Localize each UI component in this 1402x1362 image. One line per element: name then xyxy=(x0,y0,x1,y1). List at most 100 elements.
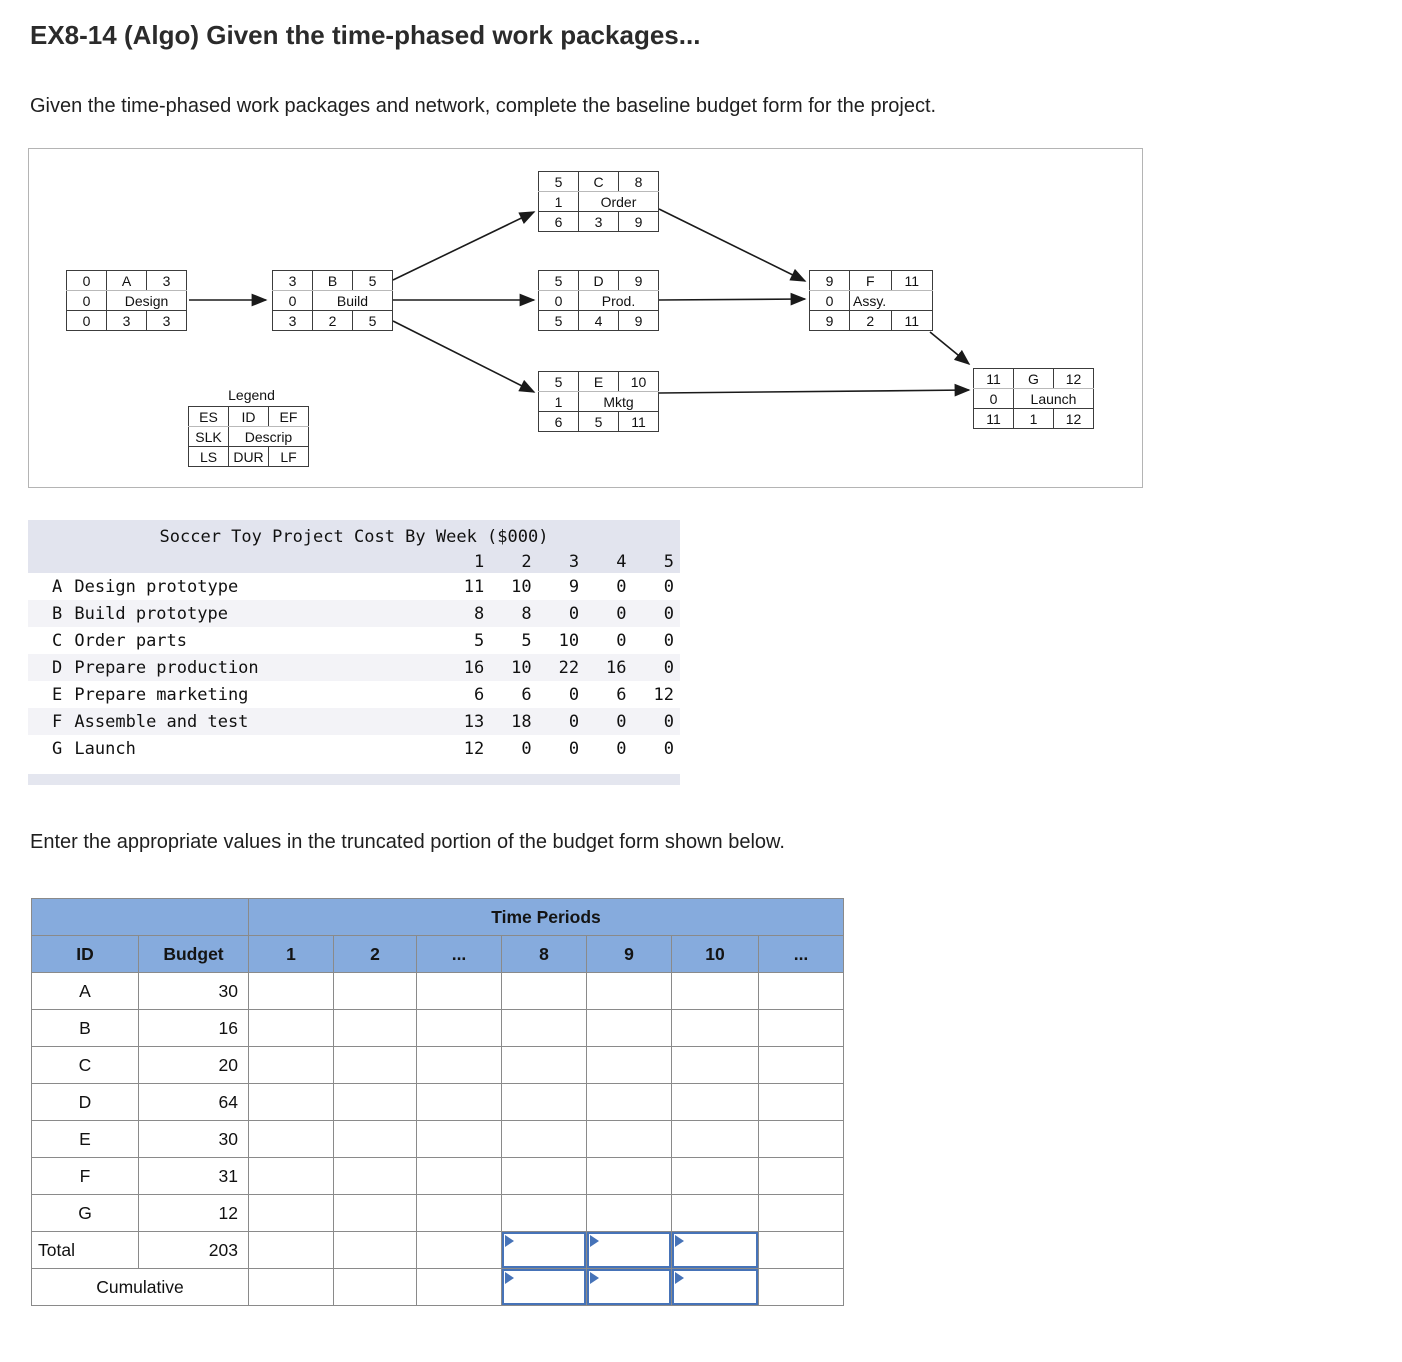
period-cell xyxy=(333,1268,417,1306)
column-header-period: 2 xyxy=(333,935,417,973)
node-ls: 11 xyxy=(973,408,1014,429)
period-cell xyxy=(671,1268,759,1306)
node-lf: 5 xyxy=(352,310,393,331)
node-id: A xyxy=(106,270,147,291)
node-es: 9 xyxy=(809,270,850,291)
cost-value: 0 xyxy=(663,630,674,651)
row-budget: 64 xyxy=(138,1083,249,1121)
node-es: 0 xyxy=(66,270,107,291)
period-cell xyxy=(416,1120,502,1158)
row-budget: 31 xyxy=(138,1157,249,1195)
period-cell xyxy=(416,1194,502,1232)
row-budget: 30 xyxy=(138,972,249,1010)
period-cell xyxy=(333,972,417,1010)
cost-value: 6 xyxy=(616,684,627,705)
cost-value: 0 xyxy=(585,708,633,735)
activity-name: Prepare marketing xyxy=(74,684,249,705)
node-ef: 8 xyxy=(618,171,659,192)
node-ls: 3 xyxy=(272,310,313,331)
cost-table-title: Soccer Toy Project Cost By Week ($000) xyxy=(28,520,680,550)
row-budget: 20 xyxy=(138,1046,249,1084)
cost-value: 5 xyxy=(521,630,532,651)
cost-value: 0 xyxy=(537,708,586,735)
cost-value: 0 xyxy=(537,600,586,627)
input-flag-icon xyxy=(590,1272,599,1284)
week-header: 3 xyxy=(537,550,586,573)
cost-week-header-row: 1 2 3 4 5 xyxy=(28,550,680,573)
week-header: 4 xyxy=(585,550,633,573)
node-id: F xyxy=(849,270,892,291)
cumulative-period8-input[interactable] xyxy=(502,1269,586,1305)
cost-value: 0 xyxy=(663,738,674,759)
column-header-period: 1 xyxy=(248,935,334,973)
node-dur: 3 xyxy=(578,211,619,232)
period-cell xyxy=(586,1231,672,1269)
legend-ef: EF xyxy=(268,406,309,427)
cost-value: 13 xyxy=(442,708,491,735)
period-cell xyxy=(248,972,334,1010)
budget-header-row: ID Budget 1 2 ... 8 9 10 ... xyxy=(31,935,845,973)
period-cell xyxy=(586,1120,672,1158)
budget-form-table: Time Periods ID Budget 1 2 ... 8 9 10 ..… xyxy=(31,898,845,1306)
period-cell xyxy=(501,1046,587,1084)
period-cell xyxy=(671,1194,759,1232)
cost-value: 0 xyxy=(616,576,627,597)
cost-value: 12 xyxy=(653,684,674,705)
period-cell xyxy=(757,972,845,1010)
intro-text: Given the time-phased work packages and … xyxy=(30,95,937,117)
period-cell xyxy=(586,1009,672,1047)
activity-name: Assemble and test xyxy=(74,708,443,735)
column-header-period: 8 xyxy=(501,935,587,973)
total-period8-input[interactable] xyxy=(502,1232,586,1268)
page-title: EX8-14 (Algo) Given the time-phased work… xyxy=(30,20,701,50)
cost-value: 11 xyxy=(463,576,485,597)
cost-value: 10 xyxy=(511,576,532,597)
node-slack: 0 xyxy=(973,388,1014,409)
node-slack: 0 xyxy=(272,290,313,311)
week-header: 5 xyxy=(632,550,680,573)
cumulative-label: Cumulative xyxy=(31,1268,249,1306)
node-id: B xyxy=(312,270,353,291)
cost-value: 0 xyxy=(568,684,580,705)
legend-descrip: Descrip xyxy=(228,426,309,447)
period-cell xyxy=(248,1157,334,1195)
total-period10-input[interactable] xyxy=(672,1232,758,1268)
row-id: B xyxy=(31,1009,139,1047)
activity-id: C xyxy=(52,630,63,651)
column-header-period: 10 xyxy=(671,935,759,973)
node-dur: 5 xyxy=(578,411,619,432)
total-period9-input[interactable] xyxy=(587,1232,671,1268)
cost-value: 16 xyxy=(442,654,491,681)
node-descrip: Prod. xyxy=(578,290,659,311)
cumulative-period10-input[interactable] xyxy=(672,1269,758,1305)
instruction-text: Enter the appropriate values in the trun… xyxy=(30,831,785,853)
period-cell xyxy=(333,1194,417,1232)
period-cell xyxy=(757,1157,845,1195)
spacer-cell xyxy=(28,550,75,573)
period-cell xyxy=(416,1009,502,1047)
cost-value: 18 xyxy=(490,708,538,735)
node-slack: 0 xyxy=(66,290,107,311)
legend-slk: SLK xyxy=(188,426,229,447)
node-dur: 2 xyxy=(849,310,892,331)
period-cell xyxy=(248,1046,334,1084)
period-cell xyxy=(757,1268,845,1306)
column-header-budget: Budget xyxy=(138,935,249,973)
node-ef: 9 xyxy=(618,270,659,291)
row-budget: 12 xyxy=(138,1194,249,1232)
cumulative-period9-input[interactable] xyxy=(587,1269,671,1305)
column-header-period: 9 xyxy=(586,935,672,973)
period-cell xyxy=(333,1231,417,1269)
period-cell xyxy=(501,972,587,1010)
input-flag-icon xyxy=(675,1235,684,1247)
node-slack: 1 xyxy=(538,391,579,412)
